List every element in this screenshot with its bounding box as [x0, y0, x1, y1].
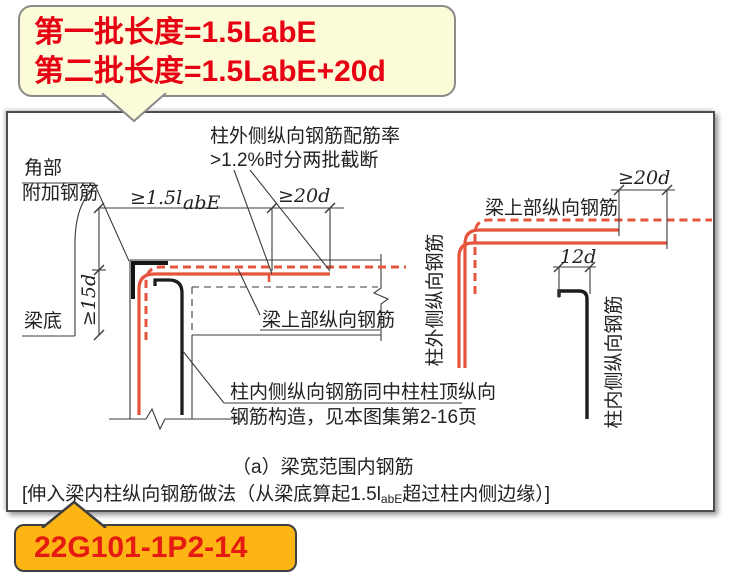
callout-batch-lengths: 第一批长度=1.5LabE 第二批长度=1.5LabE+20d	[18, 5, 456, 97]
dim-1-5labE-sub: abE	[183, 192, 220, 214]
top-note-line2: >1.2%时分两批截断	[210, 149, 378, 171]
corner-label-line2: 附加钢筋	[22, 182, 98, 204]
drawing-panel: 角部 附加钢筋 柱外侧纵向钢筋配筋率 >1.2%时分两批截断 ≥1.5l abE…	[6, 111, 715, 512]
col-inner-bar-label: 柱内侧纵向钢筋	[603, 295, 625, 428]
beam-bottom-label: 梁底	[24, 310, 62, 332]
break-mark-bottom	[109, 407, 245, 431]
corner-angle-bar	[131, 261, 168, 299]
corner-label-curve-leader	[74, 184, 99, 336]
column-outer-bar-red	[137, 272, 330, 415]
beam-top-label-left: 梁上部纵向钢筋	[262, 309, 395, 331]
inner-note-leader	[181, 349, 225, 404]
dimension-ticks	[93, 202, 336, 341]
caption-bracket: [伸入梁内柱纵向钢筋做法（从梁底算起1.5labE超过柱内侧边缘）]	[22, 479, 550, 506]
cutoff-leader-2	[249, 169, 331, 272]
beam-top-label-right: 梁上部纵向钢筋	[485, 197, 618, 219]
col-outer-bar-label: 柱外侧纵向钢筋	[424, 233, 446, 366]
beam-top-bar-dashed-red-right	[473, 218, 712, 294]
atlas-ref-text: 22G101-1P2-14	[34, 531, 248, 564]
dim-12d: 12d	[560, 246, 596, 268]
dim-15d: ≥15d	[78, 274, 100, 326]
caption-bracket-post: 超过柱内侧边缘）]	[402, 484, 551, 505]
corner-label-leader	[93, 182, 130, 262]
cutoff-leader-1	[233, 169, 273, 275]
inner-bar-black-right	[557, 289, 589, 419]
left-detail-rebar	[131, 261, 406, 415]
top-note-line1: 柱外侧纵向钢筋配筋率	[210, 125, 400, 147]
batch1-length-text: 第一批长度=1.5LabE	[34, 16, 317, 49]
break-mark-right	[372, 254, 390, 341]
caption-bracket-sub: abE	[380, 492, 403, 506]
right-detail-rebar	[457, 218, 712, 419]
left-detail-dimensions	[22, 169, 462, 404]
callout-top-tail-icon	[101, 93, 167, 123]
caption-bracket-pre: [伸入梁内柱纵向钢筋做法（从梁底算起1.5l	[22, 484, 381, 505]
callout-atlas-ref: 22G101-1P2-14	[14, 524, 297, 572]
caption-a: （a）梁宽范围内钢筋	[232, 457, 414, 478]
dim-20d-left: ≥20d	[278, 185, 330, 207]
inner-note-line2: 钢筋构造，见本图集第2-16页	[230, 406, 477, 428]
dim-1-5labE: ≥1.5l	[130, 187, 182, 209]
left-detail-outline	[109, 254, 390, 431]
dim-20d-right: ≥20d	[618, 167, 670, 189]
callout-bottom-tail-icon	[41, 500, 107, 528]
dimension-ticks-right	[553, 184, 673, 273]
batch2-length-text: 第二批长度=1.5LabE+20d	[34, 55, 386, 88]
outer-bar-second-batch	[457, 241, 667, 368]
rebar-detail-drawing: 角部 附加钢筋 柱外侧纵向钢筋配筋率 >1.2%时分两批截断 ≥1.5l abE…	[22, 125, 712, 431]
corner-label-line1: 角部	[24, 157, 62, 179]
beam-top-bar-dashed-red	[144, 265, 406, 340]
column-inner-bar-black	[153, 278, 184, 415]
right-detail-dimensions	[553, 184, 675, 298]
inner-note-line1: 柱内侧纵向钢筋同中柱柱顶纵向	[230, 381, 496, 403]
beam-top-label-leader	[237, 268, 261, 316]
